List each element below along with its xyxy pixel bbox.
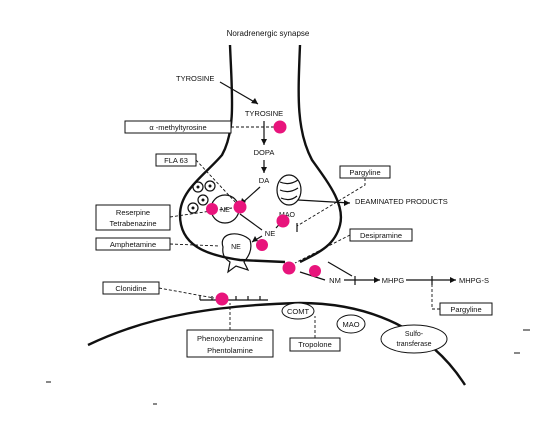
- comt-enzyme: [281, 302, 315, 320]
- pathway-arrows: [219, 81, 456, 283]
- blocker-dot-tyrosine-hydroxylase: [273, 120, 287, 134]
- alpha-methyltyrosine-label: α -methyltyrosine: [149, 123, 206, 132]
- tyrosine-intracellular-label: TYROSINE: [245, 109, 283, 118]
- tropolone-label: Tropolone: [298, 340, 332, 349]
- sulfo-label: Sulfo-: [405, 331, 424, 338]
- blocker-dot-reuptake: [282, 261, 296, 275]
- phenoxybenzamine-phentolamine-box: [186, 329, 274, 358]
- mao-enzyme-label: MAO: [342, 320, 359, 329]
- pargyline-top-label: Pargyline: [349, 168, 380, 177]
- inhibition-lines: [158, 124, 440, 338]
- mhpg-label: MHPG: [382, 276, 405, 285]
- dopamine-label: DA: [259, 176, 269, 185]
- blocker-dot-dopamine-beta-hydroxylase: [233, 200, 247, 214]
- transferase-label: transferase: [396, 341, 431, 348]
- blocker-dot-vesicle-uptake: [206, 203, 218, 215]
- presynaptic-terminal-outline-right: [297, 44, 343, 264]
- tyrosine-extracellular-label: TYROSINE: [176, 74, 214, 83]
- blocker-dot-mao: [276, 214, 290, 228]
- mao-enzyme: [336, 314, 366, 334]
- tetrabenazine-label: Tetrabenazine: [109, 219, 156, 228]
- deaminated-products-label: DEAMINATED PRODUCTS: [355, 197, 448, 206]
- releasing-vesicle: [221, 233, 252, 274]
- mhpg-s-label: MHPG-S: [459, 276, 489, 285]
- scan-marks: [46, 329, 530, 405]
- phenoxybenzamine-label: Phenoxybenzamine: [197, 334, 263, 343]
- normetanephrine-label: NM: [329, 276, 341, 285]
- dopa-label: DOPA: [254, 148, 275, 157]
- mitochondrion: [276, 174, 302, 206]
- ne-release-label: NE: [231, 244, 241, 251]
- postsynaptic-receptors: [199, 296, 268, 301]
- mao-mitochondrial-label: MAO: [279, 212, 296, 219]
- clonidine-label: Clonidine: [115, 284, 146, 293]
- sulfotransferase-enzyme: [380, 324, 448, 354]
- blocker-dot-receptor: [215, 292, 229, 306]
- blocker-dots: [206, 120, 321, 306]
- ne-vesicle-label: NE: [220, 207, 230, 214]
- pathway-tick-marks: [296, 223, 433, 285]
- pargyline-right-label: Pargyline: [450, 305, 481, 314]
- ne-cytoplasm-label: NE: [265, 229, 275, 238]
- reserpine-tetrabenazine-box: [95, 204, 171, 231]
- vesicle-cluster: [187, 180, 216, 214]
- amphetamine-label: Amphetamine: [110, 240, 156, 249]
- blocker-dot-release: [256, 239, 268, 251]
- fla63-label: FLA 63: [164, 156, 188, 165]
- desipramine-label: Desipramine: [360, 231, 402, 240]
- phentolamine-label: Phentolamine: [207, 346, 253, 355]
- comt-label: COMT: [287, 307, 309, 316]
- blocker-dot-synaptic: [309, 265, 321, 277]
- reserpine-label: Reserpine: [116, 208, 150, 217]
- diagram-title: Noradrenergic synapse: [227, 29, 310, 38]
